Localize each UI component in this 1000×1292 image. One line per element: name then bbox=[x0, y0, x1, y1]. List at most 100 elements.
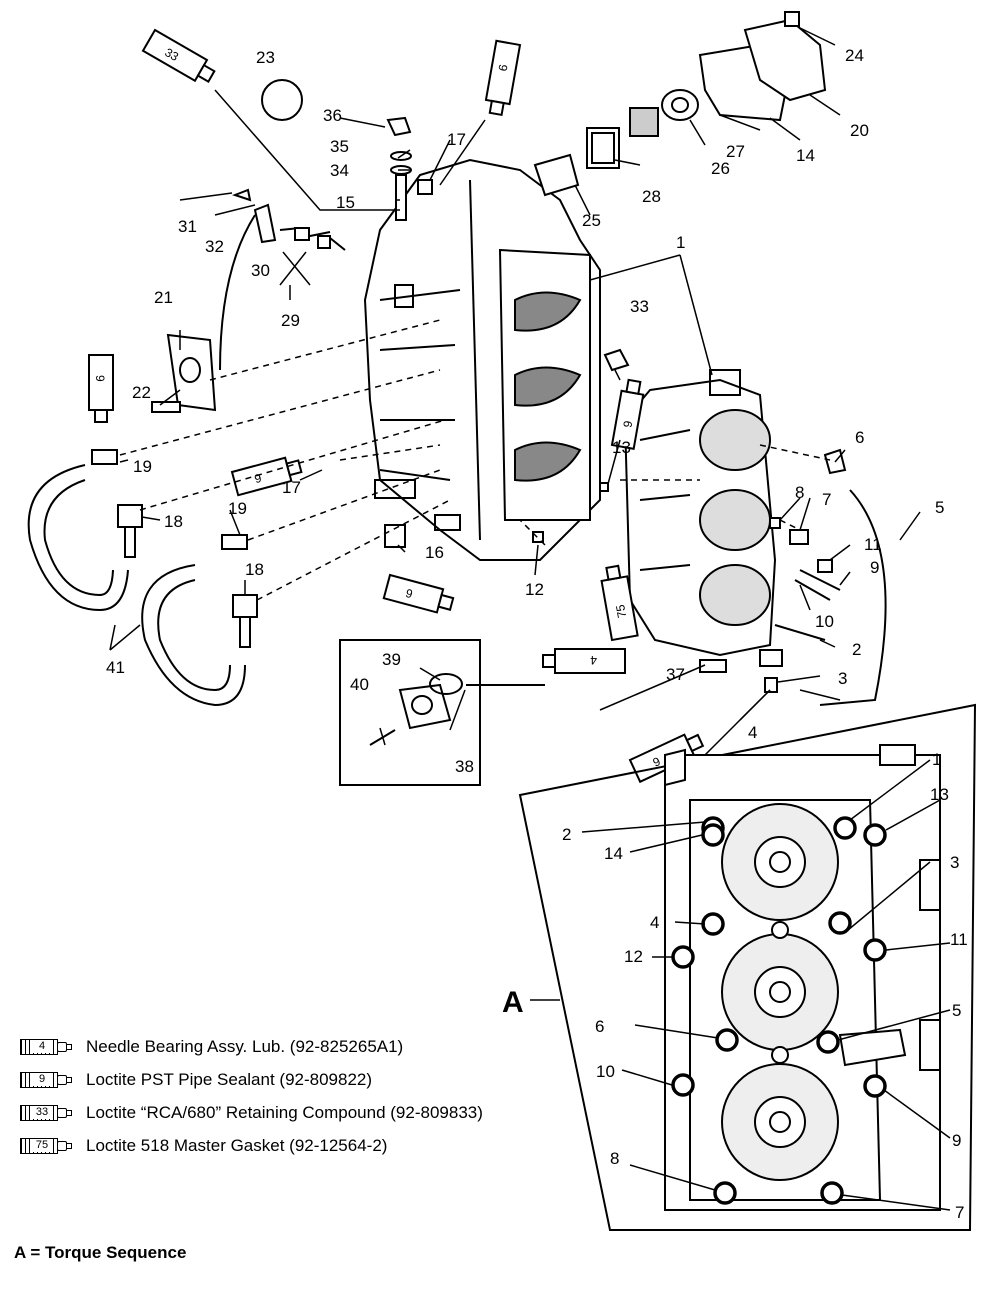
callout-26: 26 bbox=[711, 159, 730, 178]
svg-text:9: 9 bbox=[253, 471, 263, 486]
crankcase-cover bbox=[623, 369, 777, 657]
view-a-label: A bbox=[502, 986, 524, 1019]
svg-text:9: 9 bbox=[404, 586, 414, 601]
left-parts bbox=[91, 188, 346, 465]
callout-19b: 19 bbox=[228, 499, 247, 518]
svg-text:9: 9 bbox=[495, 63, 510, 72]
callout-18b: 18 bbox=[245, 560, 264, 579]
legend-code: 9 bbox=[31, 1072, 53, 1086]
legend-code: 33 bbox=[31, 1105, 53, 1119]
callout-7: 7 bbox=[822, 490, 831, 509]
tube-icon: 75 bbox=[20, 1137, 72, 1155]
svg-text:9: 9 bbox=[620, 419, 635, 428]
tube-9-left: 9 bbox=[88, 354, 114, 423]
legend-row: 75 Loctite 518 Master Gasket (92-12564-2… bbox=[20, 1129, 620, 1162]
callout-23: 23 bbox=[256, 48, 275, 67]
sealant-legend: 4 Needle Bearing Assy. Lub. (92-825265A1… bbox=[20, 1030, 620, 1162]
tube-9-mid: 9 bbox=[230, 456, 303, 497]
callout-40: 40 bbox=[350, 675, 369, 694]
callout-29: 29 bbox=[281, 311, 300, 330]
cylinder-block bbox=[363, 158, 601, 561]
svg-text:4: 4 bbox=[590, 653, 597, 667]
callout-labels: 1 2 3 4 5 6 7 8 9 10 11 12 13 14 15 16 1… bbox=[106, 46, 968, 1222]
torque-seq-3: 3 bbox=[950, 853, 959, 872]
callout-39: 39 bbox=[382, 650, 401, 669]
torque-seq-8: 8 bbox=[610, 1149, 619, 1168]
hoses bbox=[27, 464, 406, 707]
legend-code: 75 bbox=[31, 1138, 53, 1152]
legend-code: 4 bbox=[31, 1039, 53, 1053]
svg-text:9: 9 bbox=[93, 375, 107, 382]
callout-35: 35 bbox=[330, 137, 349, 156]
callout-24: 24 bbox=[845, 46, 864, 65]
callout-11: 11 bbox=[864, 535, 882, 554]
callout-38: 38 bbox=[455, 757, 474, 776]
torque-seq-2: 2 bbox=[562, 825, 571, 844]
inset-box-seal-assembly bbox=[339, 639, 545, 786]
callout-1: 1 bbox=[676, 233, 685, 252]
callout-15: 15 bbox=[336, 193, 355, 212]
callout-33: 33 bbox=[630, 297, 649, 316]
callout-18a: 18 bbox=[164, 512, 183, 531]
callout-10: 10 bbox=[815, 612, 834, 631]
torque-seq-4: 4 bbox=[650, 913, 659, 932]
callout-25: 25 bbox=[582, 211, 601, 230]
callout-3: 3 bbox=[838, 669, 847, 688]
svg-text:75: 75 bbox=[613, 603, 629, 619]
legend-text: Loctite “RCA/680” Retaining Compound (92… bbox=[86, 1102, 483, 1122]
tube-icon: 33 bbox=[20, 1104, 72, 1122]
svg-text:33: 33 bbox=[162, 45, 181, 64]
callout-22: 22 bbox=[132, 383, 151, 402]
legend-row: 9 Loctite PST Pipe Sealant (92-809822) bbox=[20, 1063, 620, 1096]
tube-icon: 4 bbox=[20, 1038, 72, 1056]
callout-30: 30 bbox=[251, 261, 270, 280]
callout-16: 16 bbox=[425, 543, 444, 562]
tube-75: 75 bbox=[600, 564, 639, 642]
callout-4: 4 bbox=[748, 723, 757, 742]
callout-37: 37 bbox=[666, 665, 685, 684]
part-23-oring bbox=[261, 79, 303, 121]
torque-seq-6: 6 bbox=[595, 1017, 604, 1036]
torque-sequence-view bbox=[518, 703, 977, 1231]
torque-seq-9: 9 bbox=[952, 1131, 961, 1150]
callout-6: 6 bbox=[855, 428, 864, 447]
torque-seq-7: 7 bbox=[955, 1203, 964, 1222]
torque-seq-11: 11 bbox=[950, 930, 968, 949]
callout-34: 34 bbox=[330, 161, 349, 180]
torque-seq-12: 12 bbox=[624, 947, 643, 966]
callout-12: 12 bbox=[525, 580, 544, 599]
torque-seq-10: 10 bbox=[596, 1062, 615, 1081]
torque-sequence-footnote: A = Torque Sequence bbox=[14, 1243, 187, 1262]
callout-28: 28 bbox=[642, 187, 661, 206]
callout-36: 36 bbox=[323, 106, 342, 125]
callout-27: 27 bbox=[726, 142, 745, 161]
callout-20: 20 bbox=[850, 121, 869, 140]
top-right-assembly bbox=[533, 11, 827, 197]
callout-2: 2 bbox=[852, 640, 861, 659]
tube-4: 4 bbox=[542, 648, 626, 674]
leader-lines bbox=[109, 27, 921, 776]
callout-41: 41 bbox=[106, 658, 125, 677]
callout-17a: 17 bbox=[447, 130, 466, 149]
legend-row: 4 Needle Bearing Assy. Lub. (92-825265A1… bbox=[20, 1030, 620, 1063]
torque-seq-13: 13 bbox=[930, 785, 949, 804]
callout-32: 32 bbox=[205, 237, 224, 256]
torque-seq-1: 1 bbox=[932, 750, 941, 769]
tube-icon: 9 bbox=[20, 1071, 72, 1089]
legend-text: Loctite PST Pipe Sealant (92-809822) bbox=[86, 1069, 373, 1089]
sealant-tubes: 33 9 9 9 9 75 9 4 bbox=[88, 28, 705, 784]
torque-seq-5: 5 bbox=[952, 1001, 961, 1020]
callout-13: 13 bbox=[612, 438, 631, 457]
dashed-lines bbox=[119, 319, 831, 601]
tube-33-top: 33 bbox=[141, 28, 216, 83]
callout-9: 9 bbox=[870, 558, 879, 577]
callout-31: 31 bbox=[178, 217, 197, 236]
legend-row: 33 Loctite “RCA/680” Retaining Compound … bbox=[20, 1096, 620, 1129]
tube-9-bottom: 9 bbox=[382, 573, 455, 614]
callout-21: 21 bbox=[154, 288, 173, 307]
tube-9-right: 9 bbox=[610, 378, 645, 450]
callout-5: 5 bbox=[935, 498, 944, 517]
tube-9-top: 9 bbox=[484, 39, 522, 117]
callout-19a: 19 bbox=[133, 457, 152, 476]
